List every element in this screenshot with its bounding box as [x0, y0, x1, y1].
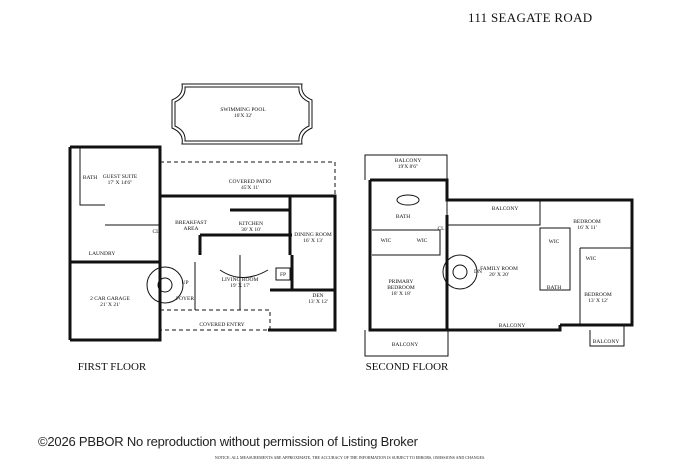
room-label: FAMILY ROOM: [480, 266, 518, 272]
room-label: WIC: [549, 239, 560, 245]
room-label: UP: [181, 280, 188, 286]
room-label: KITCHEN: [239, 221, 263, 227]
copyright-notice: ©2026 PBBOR No reproduction without perm…: [38, 434, 418, 449]
room-label: GUEST SUITE: [103, 174, 138, 180]
room-label: LIVING ROOM: [222, 277, 259, 283]
room-label: WIC: [381, 238, 392, 244]
room-label: DEN: [312, 293, 323, 299]
room-label: BATH: [83, 175, 97, 181]
room-label: DN: [474, 269, 482, 275]
room-label: COVERED ENTRY: [199, 322, 244, 328]
room-label: CL: [152, 229, 160, 235]
room-label: BALCONY: [492, 206, 519, 212]
room-label: BEDROOM: [584, 292, 612, 298]
swimming-pool: [171, 83, 313, 145]
room-label: SWIMMING POOL: [220, 107, 266, 113]
room-label: BALCONY: [395, 158, 422, 164]
property-address-title: 111 SEAGATE ROAD: [468, 10, 593, 25]
room-label: BATH: [547, 285, 561, 291]
room-label: FOYER: [176, 296, 194, 302]
room-label: FP: [280, 272, 286, 278]
room-label: 2 CAR GARAGE: [90, 296, 130, 302]
room-label: COVERED PATIO: [229, 179, 271, 185]
room-label: WIC: [417, 238, 428, 244]
room-label: BATH: [396, 214, 410, 220]
disclaimer-notice: NOTICE: ALL MEASUREMENTS ARE APPROXIMATE…: [214, 455, 486, 460]
room-label: CL: [437, 226, 445, 232]
room-label: WIC: [586, 256, 597, 262]
second-floor-heading: SECOND FLOOR: [366, 361, 449, 373]
room-label: DINING ROOM: [294, 232, 332, 238]
room-label: BALCONY: [392, 342, 419, 348]
first-floor-heading: FIRST FLOOR: [78, 361, 147, 373]
room-label: PRIMARY: [389, 279, 414, 285]
room-label: BALCONY: [593, 339, 620, 345]
room-label: BREAKFAST: [175, 220, 207, 226]
room-label: BALCONY: [499, 323, 526, 329]
room-label: LAUNDRY: [89, 251, 116, 257]
room-label: BEDROOM: [573, 219, 601, 225]
